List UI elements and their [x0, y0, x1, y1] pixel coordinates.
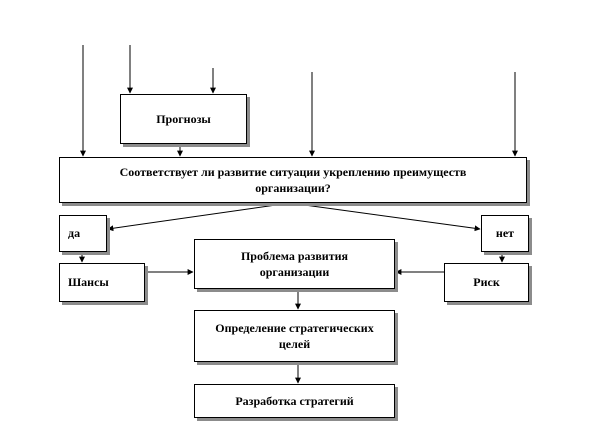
- strategy-box: Разработка стратегий: [194, 384, 395, 418]
- forecasts-box: Прогнозы: [120, 94, 247, 144]
- problem-box: Проблема развития организации: [194, 239, 395, 289]
- risk-box: Риск: [444, 263, 529, 302]
- no-box: нет: [481, 215, 529, 252]
- question-to-yes: [107, 202, 291, 232]
- yes-box: да: [59, 215, 107, 252]
- chances-box: Шансы: [59, 263, 145, 302]
- question-to-no: [289, 202, 481, 232]
- question-box: Соответствует ли развитие ситуации укреп…: [59, 157, 527, 203]
- goals-box: Определение стратегических целей: [194, 310, 395, 362]
